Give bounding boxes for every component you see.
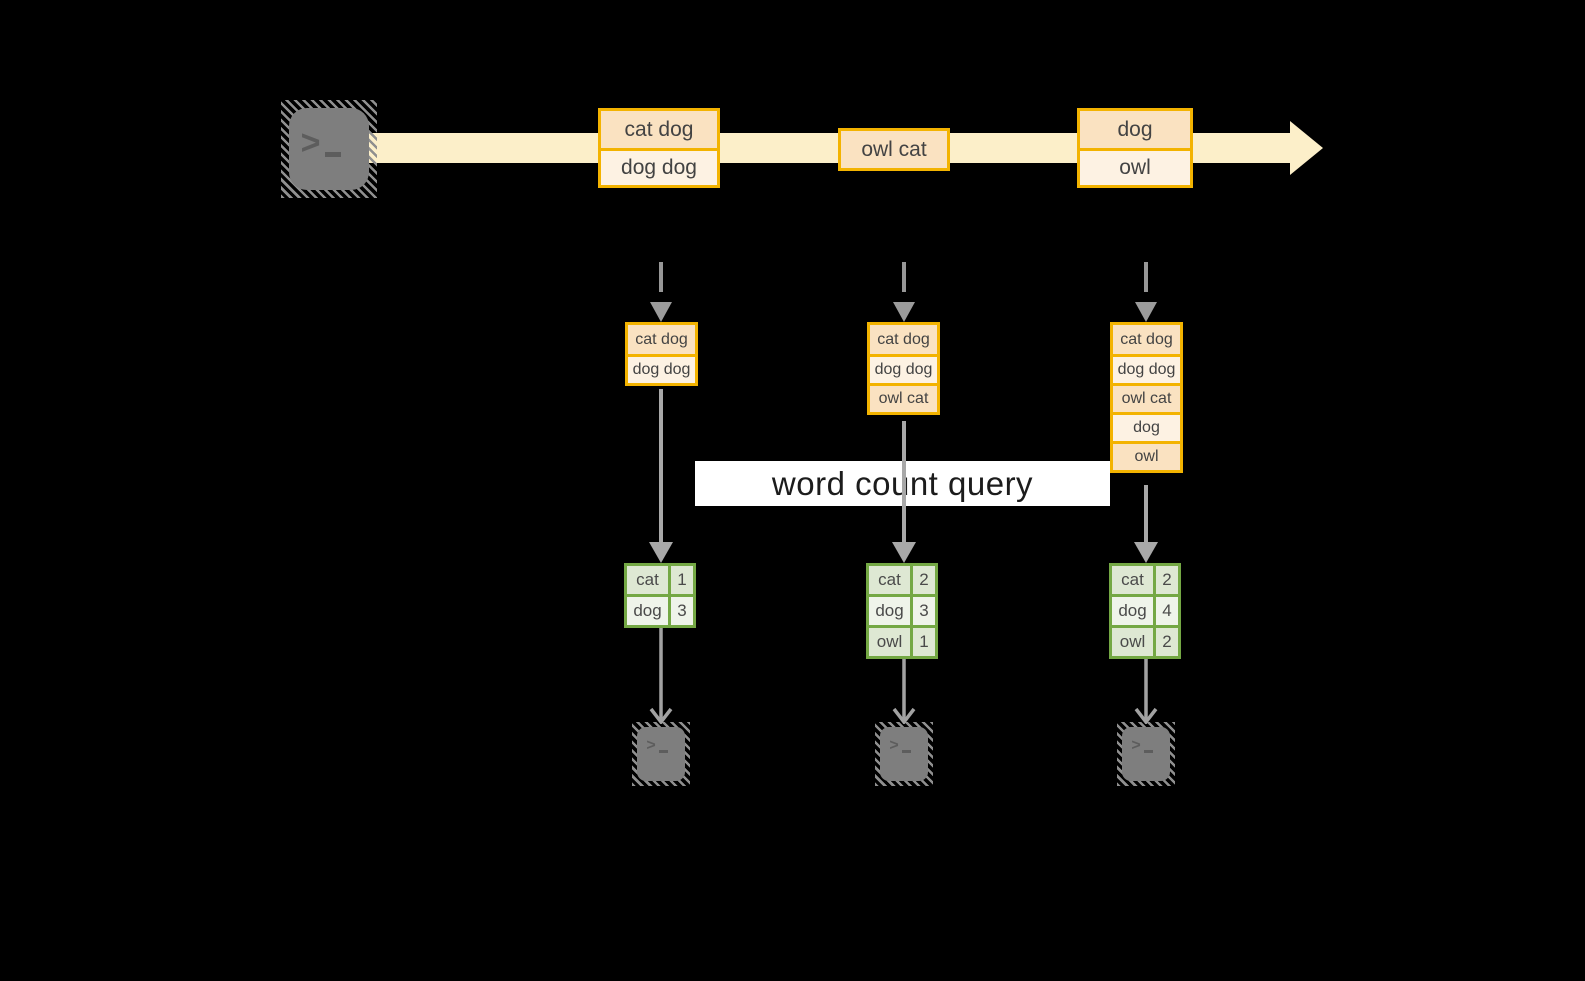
table-row: cat 2 <box>1112 566 1178 594</box>
count-cell: 4 <box>1156 597 1178 625</box>
word-cell: dog <box>627 597 671 625</box>
table-row: cat 1 <box>627 566 693 594</box>
count-table-2: cat 2 dog 3 owl 1 <box>866 563 938 659</box>
stream-event-box-3: dog owl <box>1077 108 1193 188</box>
dashed-arrowhead-icon <box>893 302 915 322</box>
batch-stack-1: cat dog dog dog <box>625 322 698 386</box>
output-arrow-icon <box>1134 659 1158 724</box>
count-cell: 2 <box>1156 566 1178 594</box>
batch-line: dog dog <box>628 354 695 383</box>
dashed-arrow-icon <box>1144 262 1148 292</box>
word-cell: cat <box>869 566 913 594</box>
count-cell: 1 <box>913 628 935 656</box>
word-cell: owl <box>1112 628 1156 656</box>
prompt-chevron-icon: > <box>889 737 899 754</box>
batch-line: owl cat <box>870 383 937 412</box>
count-cell: 1 <box>671 566 693 594</box>
query-arrowhead-icon <box>649 542 673 563</box>
query-arrow-icon <box>902 421 906 543</box>
terminal-icon: > <box>637 727 685 781</box>
prompt-chevron-icon: > <box>1131 737 1141 754</box>
stream-arrowhead-icon <box>1290 121 1323 175</box>
word-cell: cat <box>627 566 671 594</box>
batch-line: dog dog <box>1113 354 1180 383</box>
sink-terminal-icon-1: > <box>632 722 690 786</box>
count-cell: 2 <box>913 566 935 594</box>
dashed-arrow-icon <box>659 262 663 292</box>
batch-line: owl <box>1113 441 1180 470</box>
batch-line: owl cat <box>1113 383 1180 412</box>
word-cell: dog <box>1112 597 1156 625</box>
terminal-icon: > <box>1122 727 1170 781</box>
word-cell: dog <box>869 597 913 625</box>
prompt-underscore-icon <box>901 750 911 753</box>
batch-line: cat dog <box>870 325 937 354</box>
prompt-chevron-icon: > <box>300 123 321 162</box>
stream-event-box-1: cat dog dog dog <box>598 108 720 188</box>
dashed-arrow-icon <box>902 262 906 292</box>
query-arrowhead-icon <box>892 542 916 563</box>
stream-event-line: dog dog <box>601 148 717 185</box>
count-cell: 3 <box>913 597 935 625</box>
count-cell: 3 <box>671 597 693 625</box>
dashed-arrowhead-icon <box>1135 302 1157 322</box>
stream-event-line: dog <box>1080 111 1190 148</box>
query-arrow-icon <box>1144 485 1148 543</box>
prompt-underscore-icon <box>658 750 668 753</box>
prompt-underscore-icon <box>325 151 342 157</box>
count-table-3: cat 2 dog 4 owl 2 <box>1109 563 1181 659</box>
batch-stack-2: cat dog dog dog owl cat <box>867 322 940 415</box>
table-row: cat 2 <box>869 566 935 594</box>
table-row: dog 3 <box>627 594 693 625</box>
dashed-arrowhead-icon <box>650 302 672 322</box>
prompt-chevron-icon: > <box>646 737 656 754</box>
count-cell: 2 <box>1156 628 1178 656</box>
sink-terminal-icon-3: > <box>1117 722 1175 786</box>
table-row: dog 4 <box>1112 594 1178 625</box>
batch-line: cat dog <box>1113 325 1180 354</box>
terminal-icon: > <box>880 727 928 781</box>
sink-terminal-icon-2: > <box>875 722 933 786</box>
output-arrow-icon <box>892 659 916 724</box>
stream-event-line: owl cat <box>841 131 947 168</box>
output-arrow-icon <box>649 628 673 724</box>
count-table-1: cat 1 dog 3 <box>624 563 696 628</box>
stream-event-line: owl <box>1080 148 1190 185</box>
prompt-underscore-icon <box>1143 750 1153 753</box>
batch-line: cat dog <box>628 325 695 354</box>
word-cell: owl <box>869 628 913 656</box>
table-row: owl 2 <box>1112 625 1178 656</box>
terminal-icon: > <box>289 108 369 190</box>
batch-stack-3: cat dog dog dog owl cat dog owl <box>1110 322 1183 473</box>
query-arrowhead-icon <box>1134 542 1158 563</box>
word-cell: cat <box>1112 566 1156 594</box>
query-arrow-icon <box>659 389 663 543</box>
table-row: owl 1 <box>869 625 935 656</box>
batch-line: dog <box>1113 412 1180 441</box>
stream-source-terminal-icon: > <box>281 100 377 198</box>
stream-event-box-2: owl cat <box>838 128 950 171</box>
batch-line: dog dog <box>870 354 937 383</box>
stream-event-line: cat dog <box>601 111 717 148</box>
table-row: dog 3 <box>869 594 935 625</box>
